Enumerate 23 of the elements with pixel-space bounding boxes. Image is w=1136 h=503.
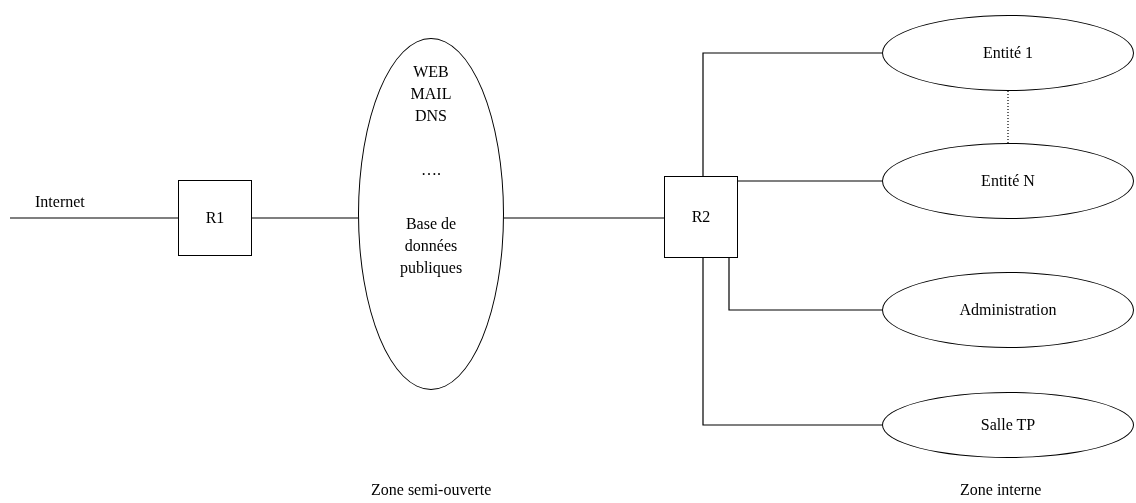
connector-line [702,52,883,177]
node-label: R1 [205,208,225,228]
node-label: MAIL [409,84,453,104]
node-label: Entité N [981,171,1035,191]
node-label: Entité 1 [982,43,1034,63]
node-label: DNS [414,106,448,126]
connector-line [503,217,665,219]
connector-line [728,257,883,311]
zone-caption: Zone semi-ouverte [371,480,492,500]
node-label: Administration [959,300,1057,320]
router-box [664,176,738,258]
network-label: Internet [35,192,85,212]
node-label: WEB [412,62,450,82]
connector-line [9,217,179,219]
zone-caption: Zone interne [960,480,1042,500]
node-label: …. [420,160,442,180]
connector-line [737,180,883,182]
connector-line [251,217,359,219]
router-box [178,180,252,256]
connector-line [702,257,883,426]
node-label: Salle TP [980,415,1036,435]
node-label: Base de données publiques [398,214,464,279]
node-label: R2 [691,207,711,227]
